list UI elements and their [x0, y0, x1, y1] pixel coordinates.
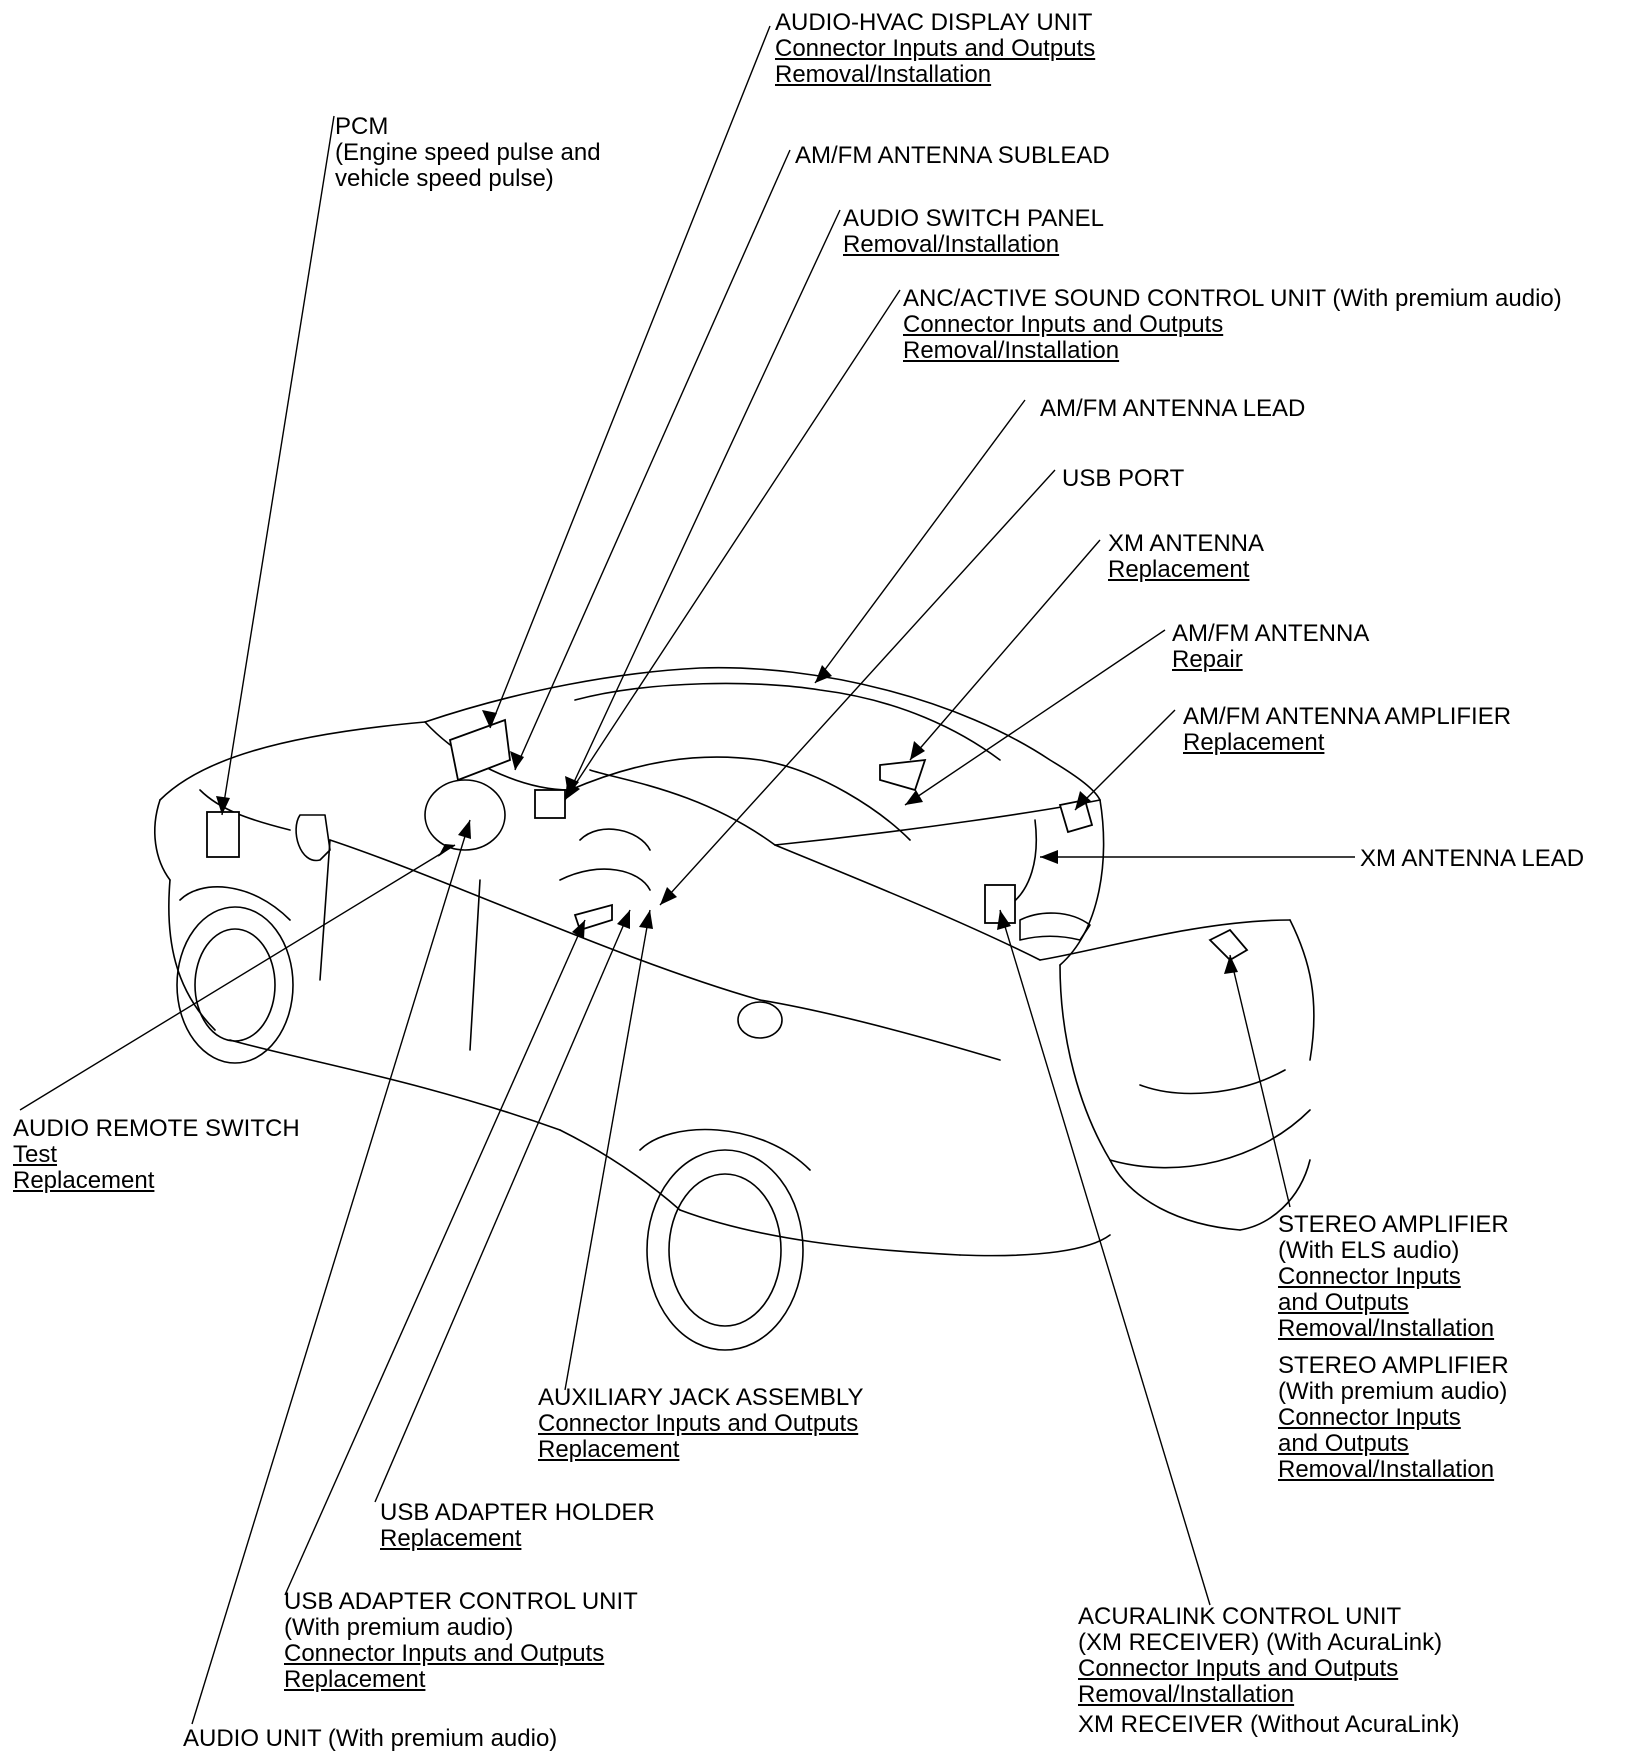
- usb-control-title: USB ADAPTER CONTROL UNIT: [284, 1588, 638, 1615]
- stereo-amp-els-link-removal[interactable]: Removal/Installation: [1278, 1315, 1495, 1342]
- leader-fm-lead: [814, 399, 1026, 684]
- xm-antenna-unit: [879, 758, 927, 792]
- leader-aux-jack: [564, 909, 651, 1391]
- callout-anc: ANC/ACTIVE SOUND CONTROL UNIT (With prem…: [903, 286, 1562, 364]
- am-fm-amplifier-title: AM/FM ANTENNA AMPLIFIER: [1183, 703, 1512, 730]
- xm-receiver-title: XM RECEIVER (Without AcuraLink): [1078, 1711, 1460, 1738]
- pcm-note-2: vehicle speed pulse): [335, 165, 554, 192]
- stereo-amp-els-link-connector-2[interactable]: and Outputs: [1278, 1289, 1409, 1316]
- aux-jack-title: AUXILIARY JACK ASSEMBLY: [538, 1384, 864, 1411]
- am-fm-sublead-title: AM/FM ANTENNA SUBLEAD: [795, 142, 1110, 169]
- stereo-amp-premium-link-removal[interactable]: Removal/Installation: [1278, 1456, 1495, 1483]
- leader-audio-unit: [191, 819, 471, 1725]
- leader-usb-port: [659, 469, 1056, 906]
- callout-xm-receiver: XM RECEIVER (Without AcuraLink): [1078, 1712, 1459, 1738]
- audio-hvac-link-removal[interactable]: Removal/Installation: [775, 61, 992, 88]
- pcm-title: PCM: [335, 113, 389, 140]
- usb-holder-title: USB ADAPTER HOLDER: [380, 1499, 655, 1526]
- leader-lines: [19, 25, 1355, 1725]
- aux-jack-link-replacement[interactable]: Replacement: [538, 1436, 680, 1463]
- stereo-amp-premium-link-connector-2[interactable]: and Outputs: [1278, 1430, 1409, 1457]
- callout-audio-switch-panel: AUDIO SWITCH PANEL Removal/Installation: [843, 206, 1104, 258]
- callout-audio-remote-switch: AUDIO REMOTE SWITCH Test Replacement: [13, 1116, 300, 1194]
- callout-pcm: PCM (Engine speed pulse and vehicle spee…: [335, 114, 601, 192]
- leader-fm-antenna: [904, 629, 1166, 806]
- callout-aux-jack: AUXILIARY JACK ASSEMBLY Connector Inputs…: [538, 1385, 863, 1463]
- leader-anc: [564, 289, 901, 801]
- acuralink-link-removal[interactable]: Removal/Installation: [1078, 1681, 1295, 1708]
- anc-title: ANC/ACTIVE SOUND CONTROL UNIT (With prem…: [903, 285, 1562, 312]
- callout-audio-unit: AUDIO UNIT (With premium audio): [183, 1726, 557, 1752]
- usb-control-link-connector[interactable]: Connector Inputs and Outputs: [284, 1640, 605, 1667]
- leader-acuralink: [999, 909, 1211, 1606]
- audio-remote-switch-link-test[interactable]: Test: [13, 1141, 58, 1168]
- stereo-amp-els-link-connector-1[interactable]: Connector Inputs: [1278, 1263, 1461, 1290]
- audio-hvac-title: AUDIO-HVAC DISPLAY UNIT: [775, 9, 1093, 36]
- acuralink-note: (XM RECEIVER) (With AcuraLink): [1078, 1629, 1443, 1656]
- callout-am-fm-amplifier: AM/FM ANTENNA AMPLIFIER Replacement: [1183, 704, 1511, 756]
- leader-sublead: [514, 149, 791, 771]
- stereo-amp-premium-title: STEREO AMPLIFIER: [1278, 1352, 1509, 1379]
- stereo-amp-els-title: STEREO AMPLIFIER: [1278, 1211, 1509, 1238]
- callout-am-fm-antenna: AM/FM ANTENNA Repair: [1172, 621, 1369, 673]
- audio-switch-panel-link-removal[interactable]: Removal/Installation: [843, 231, 1060, 258]
- leader-xm-antenna: [909, 539, 1101, 761]
- stereo-amp-box: [1208, 928, 1249, 962]
- audio-unit-title: AUDIO UNIT (With premium audio): [183, 1725, 558, 1752]
- anc-link-removal[interactable]: Removal/Installation: [903, 337, 1120, 364]
- am-fm-amplifier-link-replacement[interactable]: Replacement: [1183, 729, 1325, 756]
- callout-xm-antenna: XM ANTENNA Replacement: [1108, 531, 1264, 583]
- pcm-box: [206, 811, 240, 858]
- leader-switch-panel: [567, 209, 841, 796]
- acuralink-title: ACURALINK CONTROL UNIT: [1078, 1603, 1402, 1630]
- anc-link-connector[interactable]: Connector Inputs and Outputs: [903, 311, 1224, 338]
- callout-stereo-amp-premium: STEREO AMPLIFIER (With premium audio) Co…: [1278, 1353, 1509, 1483]
- audio-hvac-link-connector[interactable]: Connector Inputs and Outputs: [775, 35, 1096, 62]
- car-body: [154, 666, 1315, 1351]
- callout-audio-hvac: AUDIO-HVAC DISPLAY UNIT Connector Inputs…: [775, 10, 1095, 88]
- display-unit: [448, 718, 511, 782]
- xm-antenna-link-replacement[interactable]: Replacement: [1108, 556, 1250, 583]
- callout-usb-port: USB PORT: [1062, 466, 1184, 492]
- leader-stereo-amp: [1229, 954, 1291, 1208]
- xm-antenna-lead-title: XM ANTENNA LEAD: [1360, 845, 1585, 872]
- callout-am-fm-sublead: AM/FM ANTENNA SUBLEAD: [795, 143, 1110, 169]
- callout-usb-holder: USB ADAPTER HOLDER Replacement: [380, 1500, 655, 1552]
- usb-control-link-replacement[interactable]: Replacement: [284, 1666, 426, 1693]
- arrowheads: [216, 665, 1238, 974]
- am-fm-lead-title: AM/FM ANTENNA LEAD: [1040, 395, 1306, 422]
- audio-remote-switch-title: AUDIO REMOTE SWITCH: [13, 1115, 300, 1142]
- callout-usb-control: USB ADAPTER CONTROL UNIT (With premium a…: [284, 1589, 638, 1693]
- leader-fm-amp: [1074, 709, 1176, 811]
- leader-usb-control: [284, 919, 586, 1596]
- callout-acuralink: ACURALINK CONTROL UNIT (XM RECEIVER) (Wi…: [1078, 1604, 1442, 1708]
- leader-audio-hvac: [489, 25, 771, 729]
- switch-panel: [534, 789, 566, 819]
- usb-holder-link-replacement[interactable]: Replacement: [380, 1525, 522, 1552]
- aux-jack-link-connector[interactable]: Connector Inputs and Outputs: [538, 1410, 859, 1437]
- xm-antenna-title: XM ANTENNA: [1108, 530, 1265, 557]
- audio-switch-panel-title: AUDIO SWITCH PANEL: [843, 205, 1104, 232]
- callout-xm-antenna-lead: XM ANTENNA LEAD: [1360, 846, 1584, 872]
- am-fm-antenna-link-repair[interactable]: Repair: [1172, 646, 1243, 673]
- stereo-amp-premium-note: (With premium audio): [1278, 1378, 1508, 1405]
- components: [206, 718, 1249, 962]
- usb-port-title: USB PORT: [1062, 465, 1185, 492]
- leader-usb-holder: [374, 909, 631, 1503]
- am-fm-antenna-title: AM/FM ANTENNA: [1172, 620, 1370, 647]
- amplifier-box: [1058, 798, 1094, 834]
- usb-control-note: (With premium audio): [284, 1614, 514, 1641]
- leader-pcm: [221, 115, 335, 816]
- callout-stereo-amp-els: STEREO AMPLIFIER (With ELS audio) Connec…: [1278, 1212, 1509, 1342]
- leader-remote-switch: [19, 844, 456, 1111]
- audio-remote-switch-link-replacement[interactable]: Replacement: [13, 1167, 155, 1194]
- stereo-amp-premium-link-connector-1[interactable]: Connector Inputs: [1278, 1404, 1461, 1431]
- pcm-note-1: (Engine speed pulse and: [335, 139, 601, 166]
- stereo-amp-els-note: (With ELS audio): [1278, 1237, 1460, 1264]
- acuralink-link-connector[interactable]: Connector Inputs and Outputs: [1078, 1655, 1399, 1682]
- callout-am-fm-lead: AM/FM ANTENNA LEAD: [1040, 396, 1305, 422]
